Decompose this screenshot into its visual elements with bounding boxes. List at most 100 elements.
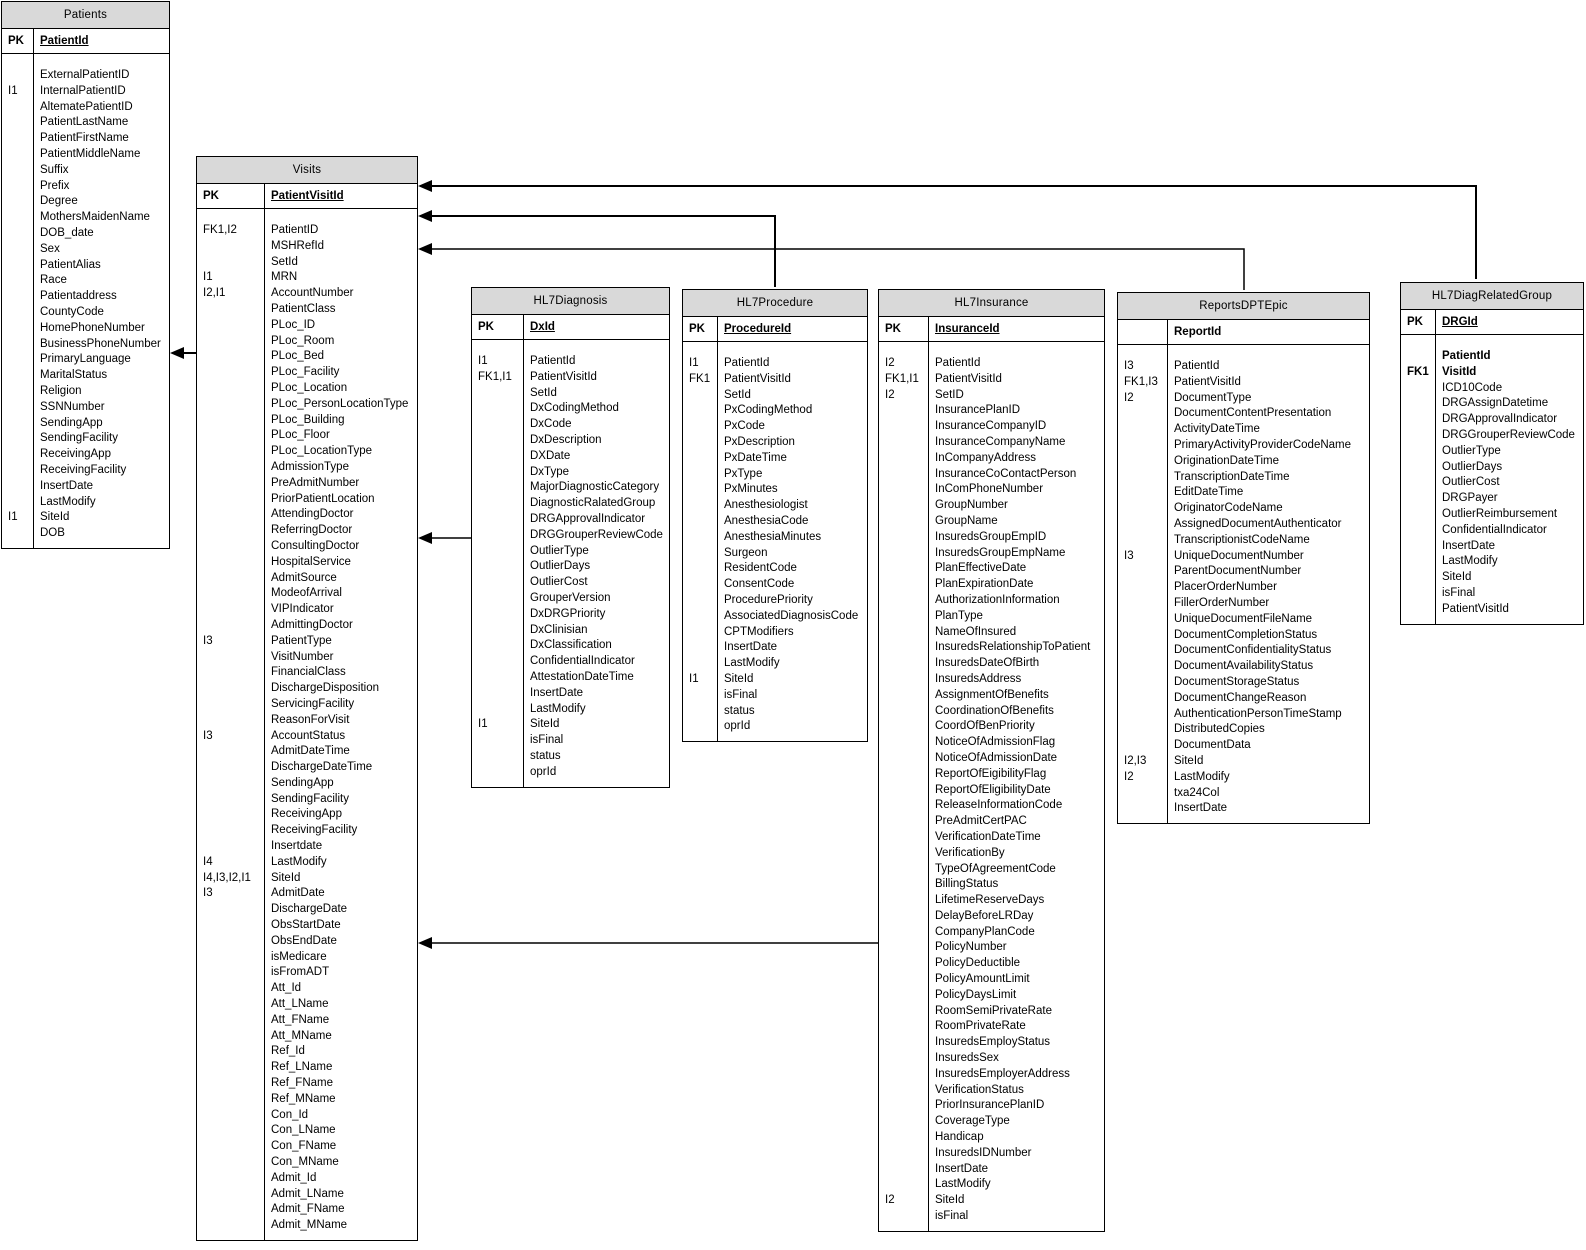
field-name[interactable]: MajorDiagnosticCategory (530, 481, 660, 494)
field-name[interactable]: CoverageType (935, 1115, 1010, 1128)
field-name[interactable]: AdmittingDoctor (271, 618, 353, 631)
field-name[interactable]: Admit_FName (271, 1203, 345, 1216)
field-name[interactable]: PLoc_Bed (271, 350, 325, 363)
field-name[interactable]: InsuredsIDNumber (935, 1146, 1032, 1159)
field-name[interactable]: Religion (40, 384, 82, 397)
field-name[interactable]: LastModify (271, 855, 327, 868)
field-name[interactable]: MaritalStatus (40, 369, 108, 382)
field-name[interactable]: DocumentContentPresentation (1174, 407, 1332, 420)
field-name[interactable]: PriorPatientLocation (271, 492, 375, 505)
field-name[interactable]: PatientLastName (40, 116, 129, 129)
field-name[interactable]: FillerOrderNumber (1174, 596, 1270, 609)
field-name[interactable]: Patientaddress (40, 290, 117, 303)
field-name[interactable]: InsuranceCompanyID (935, 420, 1047, 433)
field-name[interactable]: PxDescription (724, 435, 795, 448)
field-name[interactable]: PLoc_ID (271, 318, 316, 331)
field-name[interactable]: ResidentCode (724, 562, 797, 575)
field-name[interactable]: DRGApprovalIndicator (530, 512, 646, 525)
field-name[interactable]: oprId (724, 720, 751, 733)
field-name[interactable]: SendingApp (40, 416, 103, 429)
field-name[interactable]: AuthorizationInformation (935, 593, 1060, 606)
field-name[interactable]: Att_MName (271, 1029, 332, 1042)
field-name[interactable]: SSNNumber (40, 400, 105, 413)
field-name[interactable]: HomePhoneNumber (40, 321, 145, 334)
field-name[interactable]: ReasonForVisit (271, 713, 350, 726)
field-name[interactable]: DxClassification (530, 639, 612, 652)
field-name[interactable]: GroupNumber (935, 499, 1008, 512)
field-name[interactable]: ReleaseInformationCode (935, 799, 1063, 812)
field-name[interactable]: CountyCode (40, 305, 104, 318)
field-name[interactable]: PatientVisitId (530, 370, 597, 383)
field-name[interactable]: GroupName (935, 514, 998, 527)
field-name[interactable]: PatientId (935, 357, 981, 369)
field-name[interactable]: DRGAssignDatetime (1442, 397, 1549, 410)
field-name[interactable]: PatientFirstName (40, 132, 129, 145)
field-name[interactable]: PLoc_Building (271, 413, 345, 426)
field-name[interactable]: isFinal (530, 734, 564, 747)
field-name[interactable]: ReceivingApp (40, 448, 111, 461)
field-name[interactable]: PatientMiddleName (40, 147, 141, 160)
field-name[interactable]: PrimaryLanguage (40, 353, 131, 366)
field-name[interactable]: Admit_Id (271, 1171, 317, 1184)
field-name[interactable]: LastModify (1174, 770, 1230, 783)
field-name[interactable]: AdmissionType (271, 460, 349, 473)
field-name[interactable]: InsuredsEmployStatus (935, 1036, 1051, 1049)
field-name[interactable]: Prefix (40, 179, 70, 192)
field-name[interactable]: SiteId (530, 718, 560, 731)
field-name[interactable]: NoticeOfAdmissionFlag (935, 736, 1056, 749)
field-name[interactable]: OutlierType (1442, 444, 1501, 457)
field-name[interactable]: Surgeon (724, 546, 768, 559)
field-name[interactable]: DistributedCopies (1174, 723, 1265, 736)
field-name[interactable]: PatientAlias (40, 258, 101, 271)
field-name[interactable]: DiagnosticRalatedGroup (530, 497, 656, 510)
field-name[interactable]: ReportOfEligibilityDate (935, 783, 1051, 796)
field-name[interactable]: InsertDate (935, 1162, 989, 1175)
field-name[interactable]: InsuranceCompanyName (935, 435, 1066, 448)
field-name[interactable]: RoomPrivateRate (935, 1020, 1026, 1033)
field-name[interactable]: AssignmentOfBenefits (935, 688, 1049, 701)
field-name[interactable]: DxDRGPriority (530, 607, 606, 620)
field-name[interactable]: DocumentType (1174, 391, 1252, 404)
field-name[interactable]: Admit_MName (271, 1219, 348, 1232)
field-name[interactable]: ExternalPatientID (40, 69, 130, 81)
field-name[interactable]: ConsentCode (724, 578, 795, 591)
field-name[interactable]: DOB_date (40, 226, 94, 239)
table-hl7diagrelatedgroup[interactable]: HL7DiagRelatedGroup PK DRGId FK1 Patient… (1400, 282, 1584, 625)
field-name[interactable]: Att_LName (271, 998, 329, 1011)
field-name[interactable]: InsuredsSex (935, 1052, 999, 1065)
field-name[interactable]: AuthenticationPersonTimeStamp (1174, 707, 1342, 720)
field-name[interactable]: ReceivingFacility (271, 824, 358, 837)
field-name[interactable]: InsuredsGroupEmpName (935, 546, 1066, 559)
field-name[interactable]: PLoc_LocationType (271, 445, 373, 458)
field-name[interactable]: InsuredsDateOfBirth (935, 657, 1040, 670)
field-name[interactable]: OutlierCost (1442, 476, 1500, 489)
field-name[interactable]: NoticeOfAdmissionDate (935, 751, 1058, 764)
field-name[interactable]: OriginatorCodeName (1174, 502, 1283, 515)
field-name[interactable]: PolicyDeductible (935, 957, 1021, 970)
field-name[interactable]: DocumentStorageStatus (1174, 675, 1300, 688)
field-name[interactable]: ServicingFacility (271, 697, 355, 710)
field-name[interactable]: InsertDate (724, 641, 778, 654)
field-name[interactable]: BusinessPhoneNumber (40, 337, 161, 350)
field-name[interactable]: CoordinationOfBenefits (935, 704, 1054, 717)
field-name[interactable]: DocumentConfidentialityStatus (1174, 644, 1332, 657)
field-name[interactable]: VisitNumber (271, 650, 334, 663)
field-name[interactable]: InsuranceCoContactPerson (935, 467, 1077, 480)
field-name[interactable]: Ref_Id (271, 1045, 305, 1058)
field-name[interactable]: DischargeDisposition (271, 682, 380, 695)
field-name[interactable]: isMedicare (271, 950, 327, 963)
field-name[interactable]: ActivityDateTime (1174, 423, 1260, 436)
field-name[interactable]: PxType (724, 467, 763, 480)
field-name[interactable]: Admit_LName (271, 1187, 344, 1200)
field-name[interactable]: PatientType (271, 634, 332, 647)
field-name[interactable]: AnesthesiaMinutes (724, 530, 822, 543)
field-name[interactable]: SiteId (935, 1194, 965, 1207)
field-name[interactable]: PatientVisitId (935, 372, 1002, 385)
field-name[interactable]: DxDescription (530, 433, 602, 446)
field-name[interactable]: AssignedDocumentAuthenticator (1174, 517, 1342, 530)
field-name[interactable]: PatientClass (271, 302, 336, 315)
field-name[interactable]: LastModify (935, 1178, 991, 1191)
